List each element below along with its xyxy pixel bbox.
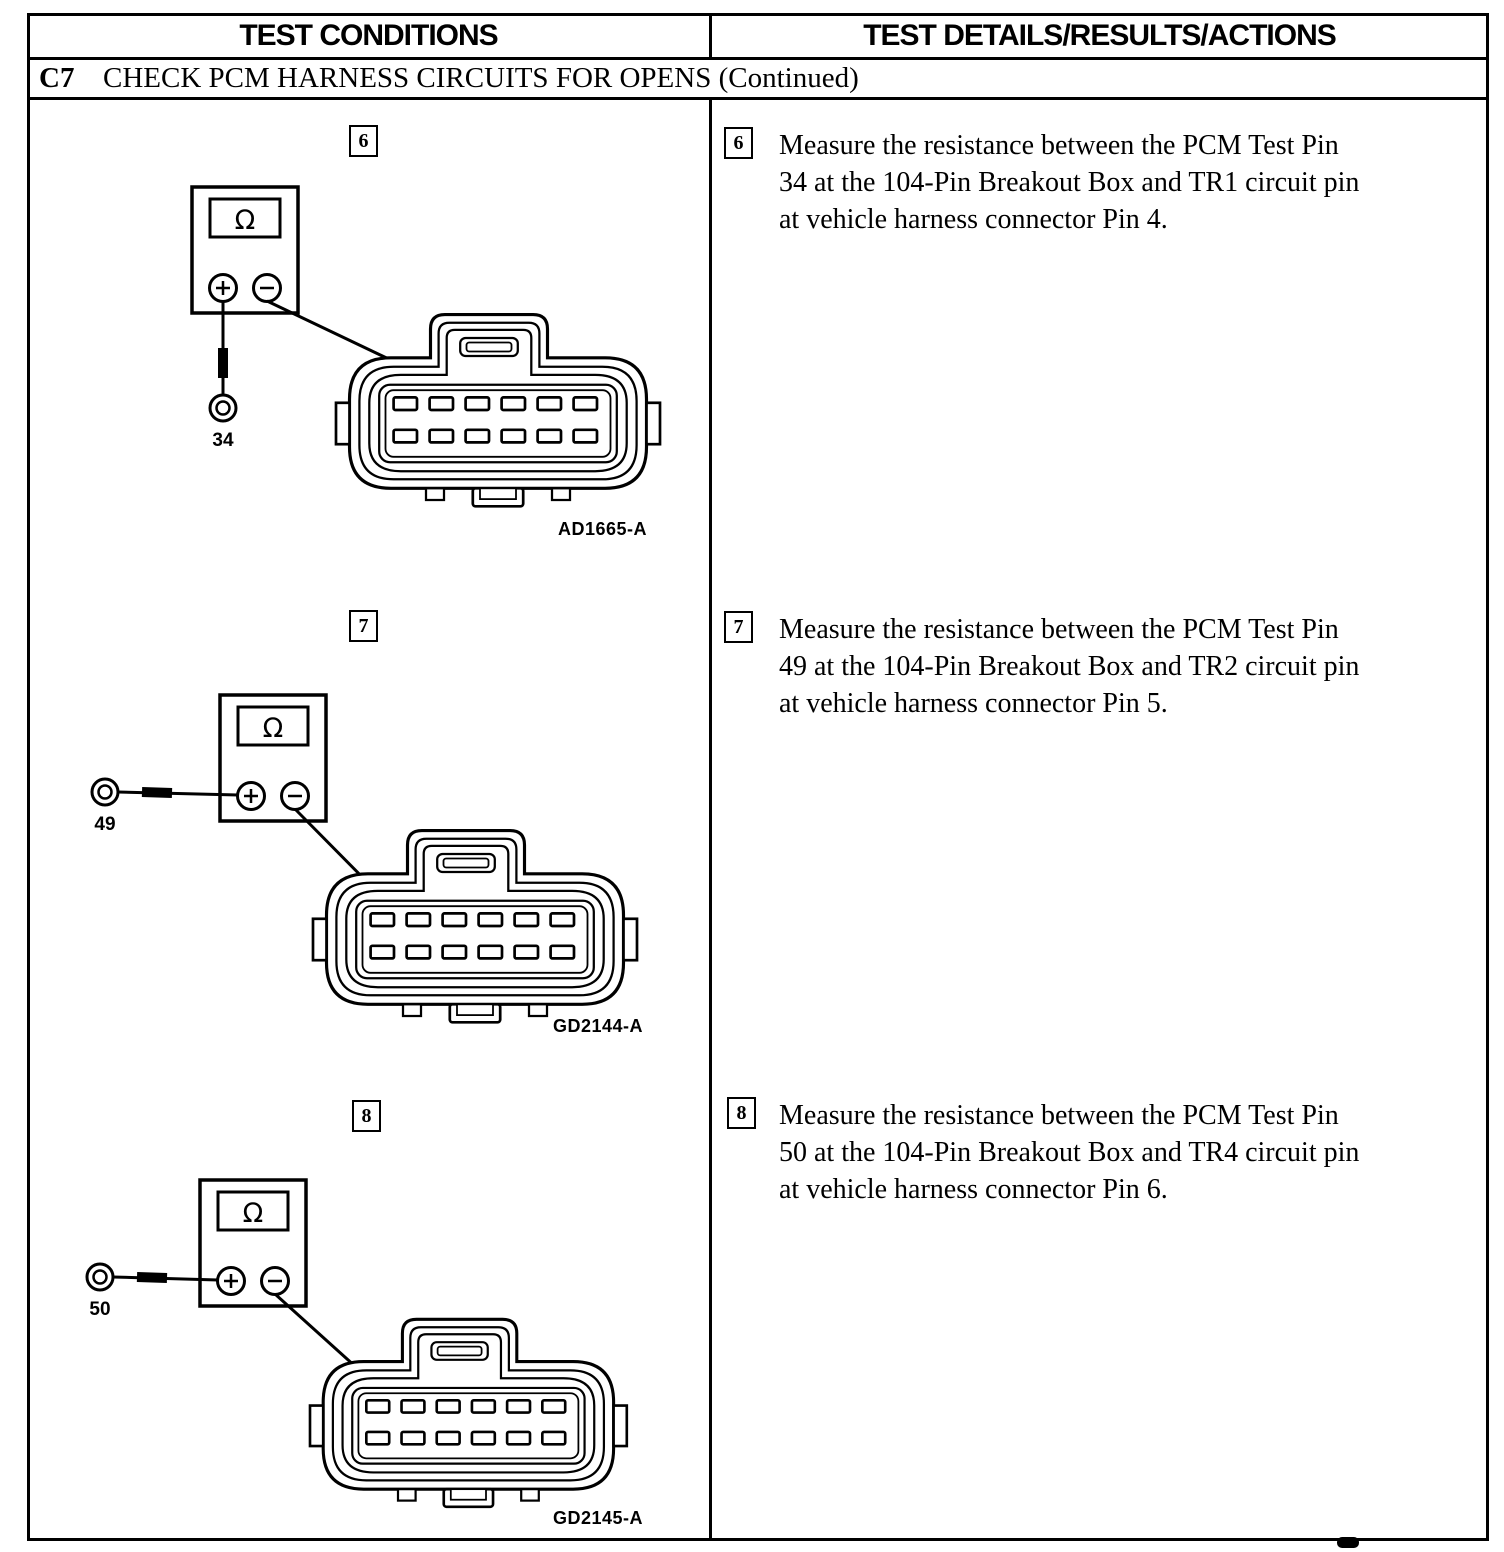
instruction-line: at vehicle harness connector Pin 4.	[779, 204, 1168, 235]
header-test-conditions: TEST CONDITIONS	[239, 19, 498, 52]
step-7-diagram: 49	[90, 693, 639, 1024]
ring-terminal-hole	[97, 784, 113, 800]
scan-artifact	[1337, 1537, 1359, 1548]
step-7-instruction: Measure the resistance between the PCM T…	[779, 611, 1439, 722]
step-6-instruction: Measure the resistance between the PCM T…	[779, 127, 1439, 238]
step-8-diagram: 50	[85, 1178, 629, 1509]
instruction-line: Measure the resistance between the PCM T…	[779, 1100, 1339, 1131]
section-code: C7	[39, 62, 75, 94]
instruction-line: 50 at the 104-Pin Breakout Box and TR4 c…	[779, 1137, 1360, 1168]
step-8-number-box-left: 8	[352, 1100, 381, 1132]
ohmmeter-icon	[198, 1178, 308, 1308]
section-divider	[27, 97, 1489, 100]
instruction-line: at vehicle harness connector Pin 5.	[779, 688, 1168, 719]
harness-connector-icon	[308, 1317, 629, 1509]
step-7-number-box-left: 7	[349, 610, 378, 642]
probe-tip	[141, 787, 173, 798]
test-lead-wire	[117, 790, 239, 797]
step-6-number-box-right: 6	[724, 127, 753, 159]
harness-connector-icon	[334, 313, 662, 508]
step-8-number-box-right: 8	[727, 1097, 756, 1129]
instruction-line: Measure the resistance between the PCM T…	[779, 614, 1339, 645]
test-pin-label: 49	[94, 814, 115, 835]
figure-label: GD2144-A	[553, 1016, 644, 1036]
instruction-line: at vehicle harness connector Pin 6.	[779, 1174, 1168, 1205]
figure-label: AD1665-A	[558, 519, 648, 539]
instruction-line: 34 at the 104-Pin Breakout Box and TR1 c…	[779, 167, 1360, 198]
ring-terminal-hole	[92, 1269, 108, 1285]
probe-tip	[136, 1272, 168, 1283]
column-divider	[709, 100, 712, 1541]
step-8-instruction: Measure the resistance between the PCM T…	[779, 1097, 1439, 1208]
header-divider	[27, 57, 1489, 60]
step-7-number-box-right: 7	[724, 611, 753, 643]
instruction-line: Measure the resistance between the PCM T…	[779, 130, 1339, 161]
harness-connector-icon	[311, 829, 639, 1024]
test-pin-label: 34	[212, 430, 234, 451]
ohmmeter-icon	[218, 693, 328, 823]
table-border	[27, 13, 1489, 1541]
section-row: C7 CHECK PCM HARNESS CIRCUITS FOR OPENS …	[27, 62, 1489, 95]
test-pin-label: 50	[89, 1299, 110, 1320]
instruction-line: 49 at the 104-Pin Breakout Box and TR2 c…	[779, 651, 1360, 682]
section-title: CHECK PCM HARNESS CIRCUITS FOR OPENS (Co…	[103, 62, 859, 94]
step-6-diagram: 34	[190, 185, 662, 508]
ohmmeter-icon	[190, 185, 300, 315]
ring-terminal-hole	[215, 400, 231, 416]
header-test-details: TEST DETAILS/RESULTS/ACTIONS	[863, 19, 1337, 52]
step-6-number-box-left: 6	[349, 125, 378, 157]
header-column-divider	[709, 13, 712, 60]
figure-label: GD2145-A	[553, 1508, 644, 1528]
